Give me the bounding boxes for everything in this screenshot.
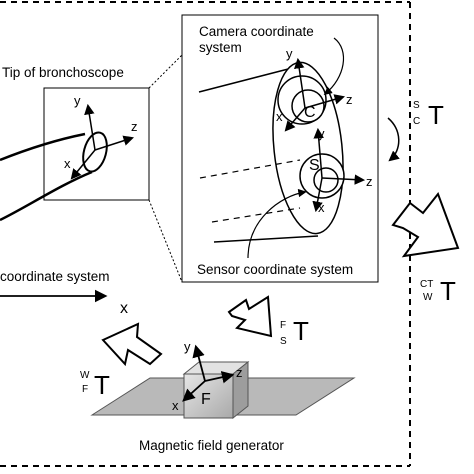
- bronchoscope-shape: [0, 131, 108, 222]
- ct-axis-x-label: x: [120, 300, 128, 317]
- sensor-camera-curve-arrow: [387, 117, 400, 162]
- camera-sensor-box: [181, 14, 379, 283]
- camera-axis-z-label: z: [346, 92, 353, 107]
- camera-coordinate-system-label-line1: Camera coordinate: [199, 24, 314, 39]
- transform-sc-sub: C: [413, 116, 420, 127]
- generator-axis-z-label: z: [236, 365, 243, 380]
- tip-axis-z-label: z: [131, 119, 138, 134]
- camera-axis-x-label: x: [276, 109, 283, 124]
- transform-wf-sup: W: [80, 370, 90, 381]
- sensor-axes: [312, 127, 366, 213]
- sensor-coordinate-system-label: Sensor coordinate system: [197, 262, 353, 277]
- transform-field-to-world: W F T: [80, 370, 110, 400]
- ct-hollow-arrow: [391, 191, 460, 258]
- world-field-hollow-arrow: [101, 322, 163, 367]
- transform-world-to-ct: CT W T: [420, 276, 456, 306]
- scope-cylinder: [198, 61, 344, 243]
- field-sensor-hollow-arrow: [227, 295, 273, 338]
- transform-wf-symbol: T: [94, 370, 110, 400]
- transform-wf-sub: F: [82, 384, 88, 395]
- magnetic-field-generator-label: Magnetic field generator: [139, 438, 284, 453]
- camera-coordinate-system-label-line2: system: [199, 40, 242, 55]
- zoom-line-bottom: [148, 199, 183, 283]
- generator-axis-x-label: x: [172, 398, 179, 413]
- generator-origin-label: F: [201, 391, 211, 408]
- sensor-origin-label: S: [309, 157, 320, 174]
- transform-sensor-to-field: F S T: [280, 316, 309, 347]
- transform-sc-sup: S: [413, 100, 420, 111]
- sensor-axis-x-label: x: [318, 200, 325, 215]
- zoom-line-top: [148, 54, 183, 89]
- transform-fs-symbol: T: [293, 316, 309, 346]
- sensor-axis-z-label: z: [366, 174, 373, 189]
- sensor-axis-y-label: y: [318, 126, 325, 141]
- transform-sensor-to-camera: S C T: [413, 100, 444, 130]
- transform-fs-sup: F: [280, 320, 286, 331]
- tip-axes: [70, 103, 134, 180]
- camera-origin-label: C: [304, 104, 316, 121]
- camera-axis-y-label: y: [286, 46, 293, 61]
- generator-axis-y-label: y: [184, 339, 191, 354]
- transform-wct-sub: W: [423, 292, 433, 303]
- tip-axis-y-label: y: [74, 93, 81, 108]
- transform-wct-sup: CT: [420, 279, 433, 290]
- tip-of-bronchoscope-label: Tip of bronchoscope: [2, 65, 124, 80]
- transform-fs-sub: S: [280, 336, 287, 347]
- transform-sc-symbol: T: [428, 100, 444, 130]
- transform-wct-symbol: T: [440, 276, 456, 306]
- tip-axis-x-label: x: [64, 156, 71, 171]
- camera-pointer-arrow: [323, 37, 345, 96]
- ct-coordinate-system-label: coordinate system: [0, 269, 110, 284]
- sensor-pointer-arrow: [247, 188, 307, 259]
- generator-axes: [182, 344, 235, 402]
- camera-axes: [284, 57, 346, 132]
